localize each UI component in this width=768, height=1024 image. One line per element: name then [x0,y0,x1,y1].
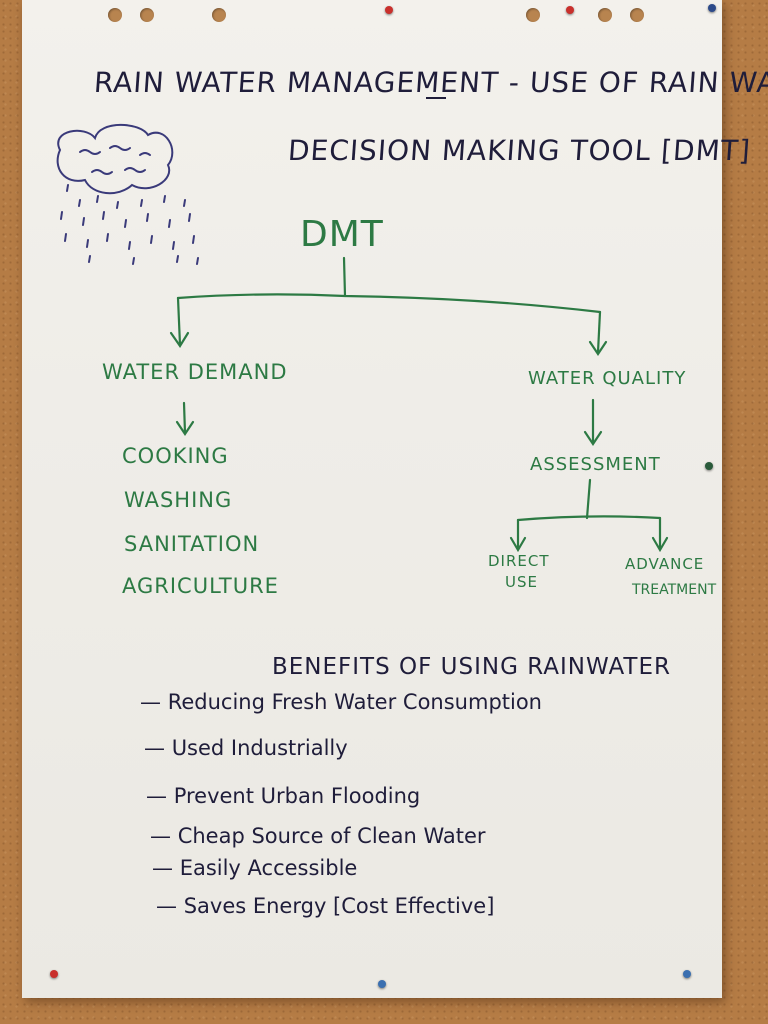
benefit-list-item: — Used Industrially [144,736,348,760]
flipchart-paper [22,0,722,998]
rain-cloud-icon [56,123,199,265]
push-pin-icon [378,980,386,988]
benefit-list-item: — Saves Energy [Cost Effective] [156,894,495,918]
tree-connectors [169,256,669,553]
list-item: SANITATION [124,532,260,556]
page-subtitle: DECISION MAKING TOOL [DMT] [286,134,752,167]
option-direct-use-line2: USE [505,573,538,591]
push-pin-icon [566,6,574,14]
paper-hole [598,8,612,22]
push-pin-icon [50,970,58,978]
paper-hole [526,8,540,22]
tree-root-node: DMT [300,214,384,255]
assessment-node: ASSESSMENT [530,454,661,475]
option-advance-treatment-line2: TREATMENT [632,582,717,598]
paper-hole [108,8,122,22]
list-item: AGRICULTURE [122,574,279,598]
benefit-list-item: — Cheap Source of Clean Water [150,824,486,848]
branch-water-quality: WATER QUALITY [528,368,687,389]
paper-hole [140,8,154,22]
branch-water-demand: WATER DEMAND [102,360,288,384]
paper-hole [630,8,644,22]
push-pin-icon [683,970,691,978]
push-pin-icon [708,4,716,12]
benefit-list-item: — Reducing Fresh Water Consumption [140,690,542,714]
benefit-list-item: — Easily Accessible [152,856,358,880]
list-item: COOKING [122,444,229,468]
option-advance-treatment-line1: ADVANCE [625,555,705,573]
benefits-heading: BENEFITS OF USING RAINWATER [272,654,671,680]
list-item: WASHING [124,488,233,512]
benefit-list-item: — Prevent Urban Flooding [146,784,421,808]
option-direct-use-line1: DIRECT [488,552,550,570]
push-pin-icon [385,6,393,14]
push-pin-icon [705,462,713,470]
paper-hole [212,8,226,22]
page-title: RAIN WATER MANAGEMENT - USE OF RAIN WATE… [92,66,768,99]
